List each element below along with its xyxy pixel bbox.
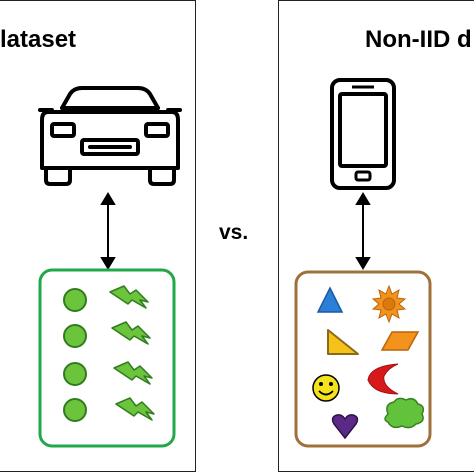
lightning-icon-2 bbox=[111, 321, 151, 345]
smiley-face-icon bbox=[312, 374, 340, 402]
orange-parallelogram-icon bbox=[380, 331, 420, 351]
smartphone-icon bbox=[330, 78, 396, 190]
yellow-right-triangle-icon bbox=[327, 329, 359, 355]
left-data-circles bbox=[63, 288, 87, 422]
red-crescent-icon bbox=[367, 363, 399, 395]
green-circle-2 bbox=[63, 324, 87, 348]
left-lightning-icons bbox=[109, 285, 155, 421]
right-panel-title: Non-IID d bbox=[365, 26, 472, 53]
vs-label: vs. bbox=[219, 221, 249, 244]
car-icon bbox=[38, 86, 182, 186]
green-circle-1 bbox=[63, 288, 87, 312]
lightning-icon-3 bbox=[113, 361, 153, 385]
green-circle-3 bbox=[63, 362, 87, 386]
green-cloud-icon bbox=[384, 397, 425, 429]
green-circle-4 bbox=[63, 398, 87, 422]
left-panel-title: lataset bbox=[0, 26, 77, 53]
orange-sun-icon bbox=[371, 284, 407, 324]
lightning-icon-4 bbox=[115, 397, 155, 421]
lightning-icon-1 bbox=[109, 285, 149, 309]
left-data-box bbox=[38, 268, 176, 448]
right-bidirectional-arrow bbox=[355, 192, 371, 270]
left-bidirectional-arrow bbox=[100, 192, 116, 270]
purple-heart-icon bbox=[331, 414, 359, 440]
blue-triangle-icon bbox=[316, 286, 344, 313]
